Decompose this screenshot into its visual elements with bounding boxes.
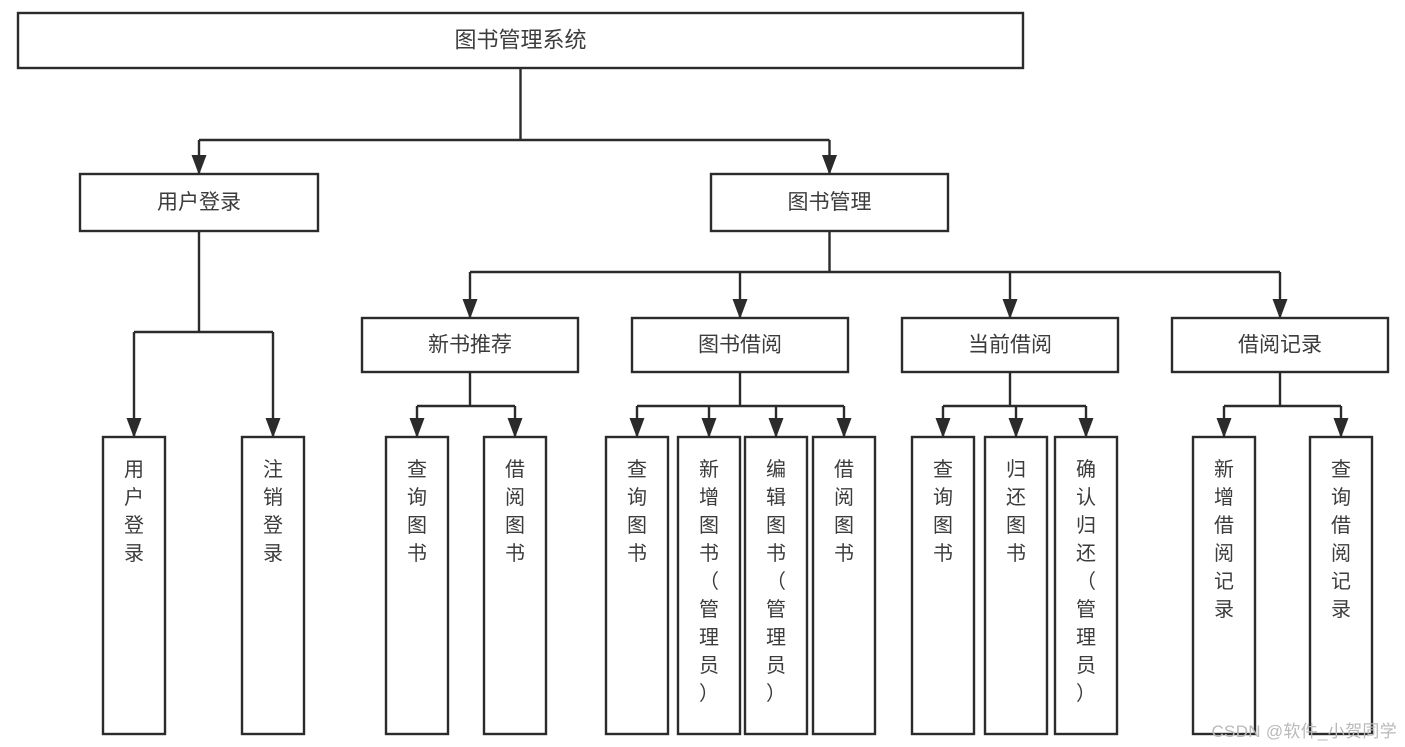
arrow-head-icon-root-0: [191, 155, 207, 175]
node-label-leaf-user-login: 用户登录: [124, 459, 144, 565]
node-label-new-book-recommend: 新书推荐: [428, 334, 512, 357]
node-leaf-query-book-rec[interactable]: 查询图书: [384, 435, 450, 736]
node-label-leaf-query-book-rec: 查询图书: [407, 458, 427, 565]
node-label-leaf-edit-book: 编辑图书（管理员）: [766, 458, 786, 705]
node-box-leaf-return-book[interactable]: [983, 435, 1049, 736]
node-box-leaf-user-login[interactable]: [101, 435, 167, 736]
node-box-borrow-record[interactable]: [1170, 316, 1390, 374]
node-box-book-borrow[interactable]: [630, 316, 850, 374]
node-leaf-borrow-book[interactable]: 借阅图书: [811, 435, 877, 736]
arrow-head-icon-book-borrow-3: [836, 418, 852, 438]
node-new-book-recommend[interactable]: 新书推荐: [360, 316, 580, 374]
node-box-leaf-user-logout[interactable]: [240, 435, 306, 736]
node-boxes-layer: 图书管理系统用户登录图书管理新书推荐图书借阅当前借阅借阅记录用户登录注销登录查询…: [16, 11, 1390, 736]
node-box-new-book-recommend[interactable]: [360, 316, 580, 374]
arrow-head-icon-user-login-1: [265, 418, 281, 438]
node-leaf-return-book[interactable]: 归还图书: [983, 435, 1049, 736]
node-leaf-add-book[interactable]: 新增图书（管理员）: [676, 435, 742, 736]
node-leaf-borrow-book-rec[interactable]: 借阅图书: [482, 435, 548, 736]
arrow-head-icon-book-borrow-2: [768, 418, 784, 438]
connector-lines-layer: [126, 68, 1349, 438]
node-box-leaf-add-book[interactable]: [676, 435, 742, 736]
node-leaf-user-logout[interactable]: 注销登录: [240, 435, 306, 736]
arrow-head-icon-user-login-0: [126, 418, 142, 438]
node-leaf-query-book-borrow[interactable]: 查询图书: [604, 435, 670, 736]
arrow-head-icon-new-book-recommend-1: [507, 418, 523, 438]
node-box-leaf-confirm-return[interactable]: [1053, 435, 1119, 736]
node-leaf-user-login[interactable]: 用户登录: [101, 435, 167, 736]
node-label-book-borrow: 图书借阅: [698, 334, 782, 357]
node-label-leaf-query-book-borrow: 查询图书: [627, 458, 647, 565]
node-label-leaf-add-book: 新增图书（管理员）: [699, 458, 719, 705]
node-label-book-management: 图书管理: [788, 191, 872, 214]
node-box-leaf-query-book-current[interactable]: [910, 435, 976, 736]
node-current-borrow[interactable]: 当前借阅: [900, 316, 1120, 374]
node-label-borrow-record: 借阅记录: [1238, 334, 1322, 357]
arrow-head-icon-bookmgmt-2: [1002, 299, 1018, 319]
node-box-book-management[interactable]: [709, 172, 950, 233]
arrow-head-icon-current-borrow-1: [1008, 418, 1024, 438]
node-box-leaf-add-record[interactable]: [1191, 435, 1257, 736]
node-label-user-login: 用户登录: [157, 191, 241, 214]
arrow-head-icon-bookmgmt-1: [732, 299, 748, 319]
node-root[interactable]: 图书管理系统: [16, 11, 1025, 70]
node-leaf-confirm-return[interactable]: 确认归还（管理员）: [1053, 435, 1119, 736]
node-label-leaf-query-record: 查询借阅记录: [1331, 458, 1351, 621]
arrow-head-icon-current-borrow-2: [1078, 418, 1094, 438]
node-label-leaf-borrow-book: 借阅图书: [834, 458, 854, 565]
node-leaf-add-record[interactable]: 新增借阅记录: [1191, 435, 1257, 736]
arrow-head-icon-borrow-record-0: [1216, 418, 1232, 438]
node-user-login[interactable]: 用户登录: [78, 172, 320, 233]
arrow-head-icon-borrow-record-1: [1333, 418, 1349, 438]
node-box-leaf-edit-book[interactable]: [743, 435, 809, 736]
node-box-leaf-borrow-book[interactable]: [811, 435, 877, 736]
arrow-head-icon-current-borrow-0: [935, 418, 951, 438]
node-box-user-login[interactable]: [78, 172, 320, 233]
arrow-head-icon-new-book-recommend-0: [409, 418, 425, 438]
node-box-leaf-borrow-book-rec[interactable]: [482, 435, 548, 736]
node-borrow-record[interactable]: 借阅记录: [1170, 316, 1390, 374]
node-leaf-query-record[interactable]: 查询借阅记录: [1308, 435, 1374, 736]
node-leaf-query-book-current[interactable]: 查询图书: [910, 435, 976, 736]
node-book-borrow[interactable]: 图书借阅: [630, 316, 850, 374]
node-book-management[interactable]: 图书管理: [709, 172, 950, 233]
node-label-current-borrow: 当前借阅: [968, 334, 1052, 357]
node-box-root[interactable]: [16, 11, 1025, 70]
node-label-leaf-return-book: 归还图书: [1006, 458, 1026, 565]
arrow-head-icon-book-borrow-1: [701, 418, 717, 438]
arrow-head-icon-book-borrow-0: [629, 418, 645, 438]
node-box-leaf-query-book-borrow[interactable]: [604, 435, 670, 736]
node-label-root: 图书管理系统: [454, 27, 586, 52]
node-label-leaf-add-record: 新增借阅记录: [1214, 458, 1234, 621]
arrow-head-icon-bookmgmt-3: [1272, 299, 1288, 319]
node-leaf-edit-book[interactable]: 编辑图书（管理员）: [743, 435, 809, 736]
node-box-leaf-query-record[interactable]: [1308, 435, 1374, 736]
node-label-leaf-borrow-book-rec: 借阅图书: [505, 458, 525, 565]
node-box-current-borrow[interactable]: [900, 316, 1120, 374]
node-label-leaf-user-logout: 注销登录: [263, 458, 283, 565]
arrow-head-icon-root-1: [822, 155, 837, 175]
node-label-leaf-confirm-return: 确认归还（管理员）: [1076, 458, 1096, 705]
node-box-leaf-query-book-rec[interactable]: [384, 435, 450, 736]
node-label-leaf-query-book-current: 查询图书: [933, 458, 953, 565]
arrow-head-icon-bookmgmt-0: [462, 299, 478, 319]
